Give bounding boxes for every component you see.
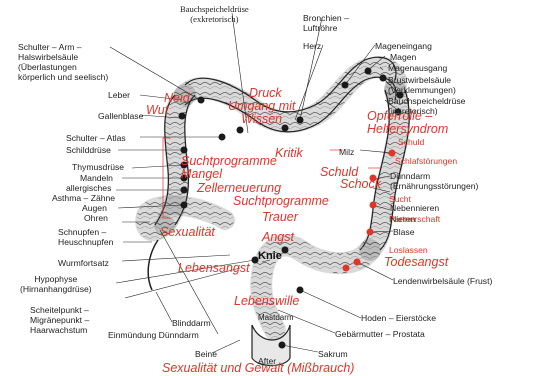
label-scheitelpunkt: Scheitelpunkt – Migränepunkt – Haarwachs… — [30, 305, 89, 335]
point-herz — [297, 117, 304, 124]
red-sexualitaet: Sexualität — [160, 226, 215, 239]
label-ohren: Ohren — [84, 213, 108, 223]
label-beine: Beine — [195, 349, 217, 359]
label-blinddarm: Blinddarm — [172, 318, 211, 328]
red-loslassen: Loslassen — [389, 245, 428, 255]
label-asthma-zaehne: Asthma – Zähne — [52, 193, 115, 203]
red-umgang-mit-wissen: Umgang mit Wissen — [228, 100, 295, 126]
point-blase — [354, 259, 361, 266]
red-partnerschaft: Partnerschaft — [389, 214, 440, 224]
point-schulter-atlas — [219, 134, 226, 141]
label-wurmfortsatz: Wurmfortsatz — [58, 258, 109, 268]
red-sexualitaet-gewalt: Sexualität und Gewalt (Mißbrauch) — [162, 362, 354, 375]
point-magen — [365, 68, 372, 75]
label-schnupfen: Schnupfen – Heuschnupfen — [58, 227, 113, 247]
label-mageneingang: Mageneingang — [375, 41, 432, 51]
red-angst: Angst — [262, 231, 294, 244]
label-bauchspeicheldruese-exkretorisch: Bauchspeicheldrüse (exkretorisch) — [180, 4, 249, 24]
label-sakrum: Sakrum — [318, 349, 348, 359]
point-loslassen — [343, 265, 350, 272]
point-knie — [282, 247, 289, 254]
label-einmuendung: Einmündung Dünndarm — [108, 330, 199, 340]
point-gallenblase — [179, 113, 186, 120]
label-milz: Milz — [339, 147, 354, 157]
label-magenausgang: Magenausgang — [388, 63, 447, 73]
label-hoden: Hoden – Eierstöcke — [361, 313, 436, 323]
red-todesangst: Todesangst — [384, 256, 448, 269]
red-schock: Schock — [340, 178, 381, 191]
point-schilddruese — [181, 147, 188, 154]
red-kritik: Kritik — [275, 147, 303, 160]
label-knie: Knie — [258, 250, 282, 262]
label-magen: Magen — [390, 52, 416, 62]
red-suchtprogramme-2: Suchtprogramme — [233, 195, 329, 208]
label-leber: Leber — [108, 90, 130, 100]
point-augen — [181, 202, 188, 209]
point-leber — [198, 97, 205, 104]
red-mangel: Mangel — [181, 168, 222, 181]
label-mandeln: Mandeln — [80, 173, 113, 183]
label-schulter-arm: Schulter – Arm – Halswirbelsäule (Überla… — [18, 42, 108, 82]
red-wut: Wut — [146, 104, 168, 117]
point-asthma — [181, 187, 188, 194]
point-brustwirbel — [380, 75, 387, 82]
red-lebensangst: Lebensangst — [178, 262, 250, 275]
point-nieren — [367, 229, 374, 236]
red-sucht: Sucht — [389, 194, 411, 204]
red-trauer: Trauer — [262, 211, 298, 224]
point-lebenswille — [279, 342, 286, 349]
label-mastdarm: Mastdarm — [258, 313, 294, 323]
label-nebennieren: Nebennieren — [390, 203, 439, 213]
point-mageneingang — [342, 82, 349, 89]
label-blase: Blase — [393, 227, 415, 237]
label-hypophyse: Hypophyse (Hirnanhangdrüse) — [20, 274, 92, 294]
label-duenndarm: Dünndarm (Ernährungsstörungen) — [390, 171, 478, 191]
label-lendenwirbelsaeule: Lendenwirbelsäule (Frust) — [393, 276, 492, 286]
label-gebaermutter: Gebärmutter – Prostata — [335, 329, 425, 339]
red-schlafstoerungen: Schlafstörungen — [395, 156, 457, 166]
red-schuld-small: Schuld — [398, 137, 424, 147]
label-brustwirbelsaeule: Brustwirbelsäule (Verklemmungen) — [388, 75, 456, 95]
label-thymusdruese: Thymusdrüse — [72, 162, 124, 172]
point-hoden — [297, 287, 304, 294]
label-schulter-atlas: Schulter – Atlas — [66, 133, 126, 143]
red-lebenswille: Lebenswille — [234, 295, 299, 308]
point-druck — [237, 127, 244, 134]
label-gallenblase: Gallenblase — [98, 111, 143, 121]
red-opferrolle: Opferrolle – Helfersyndrom — [367, 110, 448, 136]
label-allergisches: allergisches — [66, 183, 111, 193]
label-bronchien: Bronchien – Luftröhre — [303, 13, 349, 33]
label-herz: Herz — [303, 41, 321, 51]
label-schilddruese: Schilddrüse — [66, 145, 111, 155]
label-augen: Augen — [82, 203, 107, 213]
point-nebennieren — [370, 202, 377, 209]
